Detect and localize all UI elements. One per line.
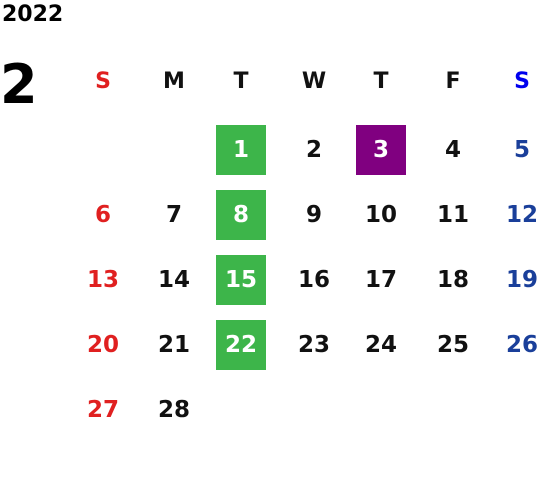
day-cell-1[interactable]: 1 [216, 125, 266, 175]
day-cell-20[interactable]: 20 [86, 332, 119, 358]
day-cell-6[interactable]: 6 [94, 202, 111, 228]
weekday-header-sun: S [95, 68, 111, 94]
day-cell-24[interactable]: 24 [364, 332, 397, 358]
day-cell-15[interactable]: 15 [216, 255, 266, 305]
weekday-header-sat: S [514, 68, 530, 94]
year-label: 2022 [2, 2, 64, 27]
day-cell-28[interactable]: 28 [157, 397, 190, 423]
weekday-header-thu: T [373, 68, 389, 94]
day-cell-2[interactable]: 2 [305, 137, 322, 163]
weekday-header-wed: W [301, 68, 327, 94]
weekday-header-fri: F [445, 68, 461, 94]
day-cell-5[interactable]: 5 [513, 137, 530, 163]
day-cell-7[interactable]: 7 [165, 202, 182, 228]
weekday-header-mon: M [163, 68, 185, 94]
day-cell-8[interactable]: 8 [216, 190, 266, 240]
month-label: 2 [0, 53, 38, 116]
day-cell-12[interactable]: 12 [505, 202, 538, 228]
day-cell-23[interactable]: 23 [297, 332, 330, 358]
day-cell-10[interactable]: 10 [364, 202, 397, 228]
day-cell-4[interactable]: 4 [444, 137, 461, 163]
day-cell-26[interactable]: 26 [505, 332, 538, 358]
day-cell-14[interactable]: 14 [157, 267, 190, 293]
day-cell-27[interactable]: 27 [86, 397, 119, 423]
day-cell-16[interactable]: 16 [297, 267, 330, 293]
day-cell-17[interactable]: 17 [364, 267, 397, 293]
day-cell-19[interactable]: 19 [505, 267, 538, 293]
day-cell-11[interactable]: 11 [436, 202, 469, 228]
day-cell-21[interactable]: 21 [157, 332, 190, 358]
day-cell-18[interactable]: 18 [436, 267, 469, 293]
day-cell-25[interactable]: 25 [436, 332, 469, 358]
day-cell-3[interactable]: 3 [356, 125, 406, 175]
day-cell-13[interactable]: 13 [86, 267, 119, 293]
day-cell-9[interactable]: 9 [305, 202, 322, 228]
weekday-header-tue: T [233, 68, 249, 94]
day-cell-22[interactable]: 22 [216, 320, 266, 370]
